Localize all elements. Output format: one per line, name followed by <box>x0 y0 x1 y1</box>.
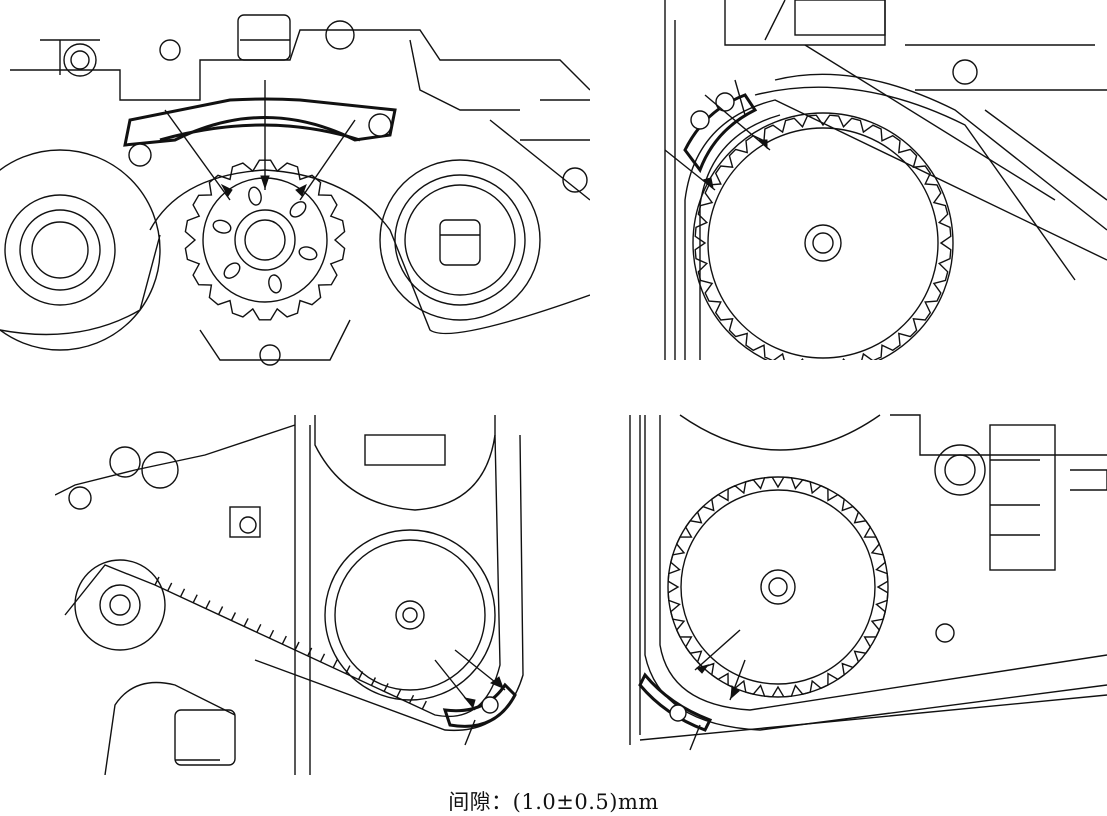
panel-cam-sprocket-right <box>600 405 1107 760</box>
belt-tooth <box>345 665 351 674</box>
idler-clearance-arrows <box>434 649 506 746</box>
panel-cam-sprocket-left <box>655 0 1107 360</box>
crank-sprocket-hole <box>268 274 282 294</box>
belt-tooth <box>319 653 326 663</box>
panel-crank-sprocket <box>0 0 590 375</box>
belt-tooth <box>408 694 415 704</box>
cam-sprocket-right <box>667 476 889 698</box>
panel-idler-lower-right <box>55 415 540 775</box>
belt-tooth <box>167 582 173 592</box>
belt-tooth <box>294 641 300 651</box>
belt-tooth <box>154 576 160 586</box>
crank-sprocket-hole <box>248 186 262 206</box>
lower-idler <box>324 529 496 701</box>
crank-sprocket-hole <box>223 262 241 279</box>
belt-tooth <box>281 635 287 645</box>
crank-sprocket <box>184 159 346 321</box>
cam-left-clearance-arrows <box>664 79 771 191</box>
belt-tooth <box>256 623 262 633</box>
cam-right-clearance-arrows <box>689 629 746 751</box>
left-idler <box>0 149 161 351</box>
belt-tooth <box>396 688 402 698</box>
cam1-teeth-ring <box>694 114 952 360</box>
belt-tooth <box>230 612 237 621</box>
belt-tooth <box>268 629 275 639</box>
clearance-caption: 间隙：(1.0±0.5)mm <box>448 790 659 814</box>
right-idler <box>379 159 541 321</box>
belt-tooth <box>370 677 377 686</box>
crank-sprocket-illustration <box>0 14 590 366</box>
belt-tooth <box>192 594 198 604</box>
belt-tooth <box>217 606 224 615</box>
crank-teeth-ring <box>184 159 346 321</box>
belt-tooth <box>179 588 186 598</box>
belt-tooth <box>243 618 249 627</box>
crank-sprocket-hole <box>298 246 318 261</box>
cam-sprocket-right-illustration <box>629 414 1107 751</box>
belt-tooth <box>307 647 313 657</box>
belt-tooth <box>357 671 364 680</box>
belt-tooth <box>332 659 338 669</box>
belt-tooth <box>421 700 427 710</box>
idler-belt-guide <box>442 682 517 728</box>
cam-right-belt-guide <box>638 672 713 732</box>
idler-lower-right-illustration <box>55 415 524 775</box>
crank-clearance-arrows <box>164 80 356 201</box>
crank-sprocket-hole <box>212 219 232 234</box>
belt-tooth <box>383 683 389 692</box>
belt-tooth <box>205 600 211 609</box>
crank-sprocket-hole <box>289 201 307 218</box>
cam2-teeth-ring <box>667 476 889 698</box>
cam-sprocket-left-illustration <box>664 0 1107 360</box>
cam-sprocket-left <box>694 114 952 360</box>
